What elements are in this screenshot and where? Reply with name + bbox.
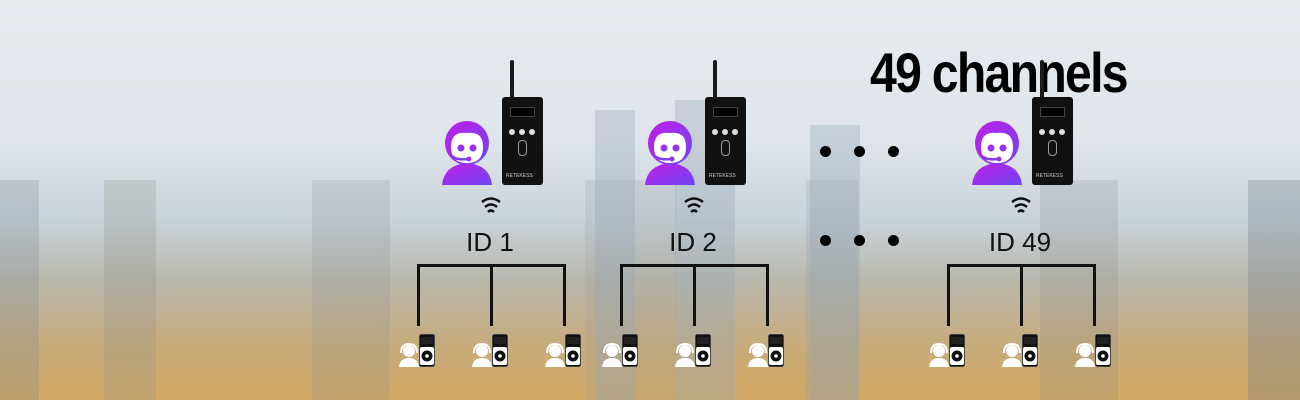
bracket-drop xyxy=(417,264,420,326)
channel-id-label: ID 2 xyxy=(669,227,717,257)
bracket-drop xyxy=(563,264,566,326)
transmitter-device-icon: RETEKESS xyxy=(502,97,543,185)
bracket-drop xyxy=(766,264,769,326)
bracket-drop xyxy=(947,264,950,326)
receiver-device-icon xyxy=(694,333,712,368)
receiver-device-icon xyxy=(621,333,639,368)
ellipsis-dot xyxy=(820,146,831,157)
background-building xyxy=(810,125,860,400)
receiver-device-icon xyxy=(418,333,436,368)
ellipsis-dot xyxy=(888,235,899,246)
wireless-signal-icon xyxy=(480,196,502,224)
receiver-device-icon xyxy=(767,333,785,368)
presenter-headset-icon xyxy=(440,117,495,185)
channel-id-label: ID 1 xyxy=(466,227,514,257)
presenter-headset-icon xyxy=(643,117,698,185)
ellipsis-dot xyxy=(854,235,865,246)
receiver-device-icon xyxy=(564,333,582,368)
listener-headset-icon xyxy=(471,342,493,367)
listener-headset-icon xyxy=(747,342,769,367)
receiver-device-icon xyxy=(948,333,966,368)
ellipsis-dot xyxy=(820,235,831,246)
transmitter-brand: RETEKESS xyxy=(709,173,736,179)
listener-headset-icon xyxy=(928,342,950,367)
receiver-device-icon xyxy=(1094,333,1112,368)
listener-headset-icon xyxy=(601,342,623,367)
transmitter-device-icon: RETEKESS xyxy=(1032,97,1073,185)
ellipsis-dot xyxy=(888,146,899,157)
listener-headset-icon xyxy=(1074,342,1096,367)
listener-headset-icon xyxy=(674,342,696,367)
bracket-drop xyxy=(1020,264,1023,326)
receiver-device-icon xyxy=(491,333,509,368)
presenter-headset-icon xyxy=(970,117,1025,185)
transmitter-antenna xyxy=(1040,60,1044,100)
wireless-signal-icon xyxy=(683,196,705,224)
listener-headset-icon xyxy=(544,342,566,367)
transmitter-device-icon: RETEKESS xyxy=(705,97,746,185)
transmitter-brand: RETEKESS xyxy=(506,173,533,179)
bracket-drop xyxy=(620,264,623,326)
bracket-drop xyxy=(490,264,493,326)
receiver-device-icon xyxy=(1021,333,1039,368)
ellipsis-dot xyxy=(854,146,865,157)
listener-headset-icon xyxy=(1001,342,1023,367)
headline: 49 channels xyxy=(870,41,1129,104)
bracket-drop xyxy=(1093,264,1096,326)
transmitter-antenna xyxy=(510,60,514,100)
listener-headset-icon xyxy=(398,342,420,367)
bracket-drop xyxy=(693,264,696,326)
channel-id-label: ID 49 xyxy=(988,227,1052,257)
wireless-signal-icon xyxy=(1010,196,1032,224)
transmitter-brand: RETEKESS xyxy=(1036,173,1063,179)
transmitter-antenna xyxy=(713,60,717,100)
